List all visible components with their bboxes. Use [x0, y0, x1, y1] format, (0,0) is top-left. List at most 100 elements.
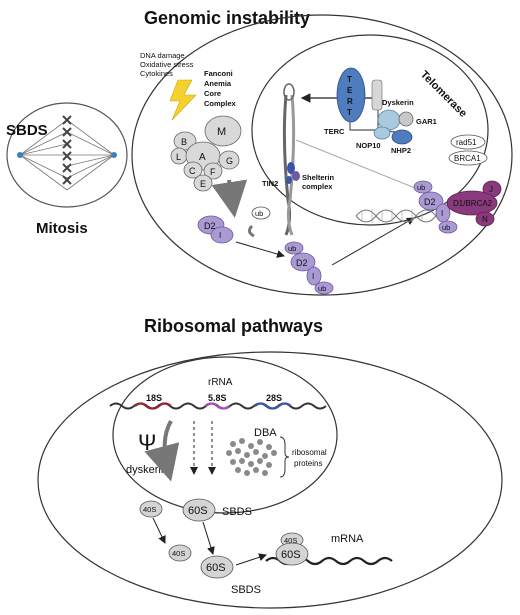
shelterin-label-2: complex [302, 182, 333, 191]
fanc-subunit-b [173, 131, 197, 151]
fanconi-label: Fanconi Anemia Core Complex [204, 69, 237, 108]
fanconi-subunit-labels: B M L A G C F E [176, 126, 233, 189]
tert-letter-4: T [347, 108, 352, 117]
ribosome-sbds-label-top: SBDS [222, 506, 252, 518]
d1-brca2-complex: J D1/BRCA2 N [446, 180, 502, 227]
subunit-40s-nucleolar [139, 500, 163, 518]
tert-letter-2: E [347, 86, 353, 95]
chromosome-telomere [282, 83, 296, 236]
fanc-subunit-g [218, 150, 240, 170]
damage-line-3: Cytokines [140, 69, 173, 78]
ribosome-80s-small-label: 40S [284, 536, 297, 545]
dba-label: DBA [254, 427, 277, 439]
rrna-28s-label: 28S [266, 393, 282, 403]
id2-complex-unmodified: D2 I [197, 215, 234, 244]
subunit-60s-nucleolar [182, 498, 216, 522]
rrna-58s-segment [204, 402, 230, 410]
brca1-label: BRCA1 [454, 154, 481, 163]
subunit-40s-nucleolar-label: 40S [143, 505, 156, 514]
ribosomal-protein-brace [279, 436, 290, 478]
id2-mid-ub-bottom: ub [318, 284, 326, 293]
ribosomal-protein-dots [226, 438, 277, 476]
lightning-bolt-icon [169, 79, 197, 121]
title-genomic-instability: Genomic instability [144, 8, 310, 28]
tert-protein: T E R T [336, 67, 366, 123]
ribosomal-proteins-label-1: ribosomal [292, 448, 327, 457]
genomic-cell-membrane [131, 14, 513, 296]
fancj-label: J [489, 185, 493, 194]
export-60s-arrow [202, 521, 215, 555]
fanconi-line-1: Fanconi [204, 69, 233, 78]
fanc-label-l: L [176, 152, 181, 162]
chromosomes [62, 115, 72, 185]
id2-left-i-label: I [219, 231, 221, 240]
fanconi-line-4: Complex [204, 99, 237, 108]
dna-double-helix [355, 209, 437, 223]
shelterin-label-1: Shelterin [302, 173, 335, 182]
nuclear-import-arrow [331, 217, 415, 266]
mitosis-label: Mitosis [36, 220, 88, 237]
mitosis-cell-membrane [6, 102, 128, 208]
fanc-label-g: G [226, 156, 233, 166]
export-40s-arrow [152, 517, 166, 544]
nhp2-protein [391, 129, 413, 145]
id2-complex-chromatin: ub D2 I ub [413, 180, 458, 234]
subunit-40s-cytoplasmic [168, 544, 192, 562]
title-ribosomal-pathways: Ribosomal pathways [144, 316, 323, 336]
fanc-label-m: M [217, 126, 226, 138]
fanc-label-c: C [189, 166, 196, 176]
damage-stimuli: DNA damage Oxidative stress Cytokines [140, 51, 194, 78]
tert-letter-3: R [347, 97, 353, 106]
spindle-fibers [19, 119, 115, 191]
nucleus-membrane [251, 34, 489, 226]
id2-chrom-ub-bottom: ub [442, 223, 450, 232]
nucleolus-membrane [112, 356, 338, 514]
shelterin-complex [286, 162, 300, 184]
ribosomal-cell-membrane [37, 351, 503, 609]
mrna-label: mRNA [331, 533, 364, 545]
fanc-subunit-c [183, 161, 203, 179]
terc-stem [371, 79, 383, 111]
id2-left-d2-label: D2 [204, 221, 216, 231]
id2-mid-ub-top: ub [288, 244, 296, 253]
rad51-protein [450, 134, 486, 150]
fanc-subunit-f [203, 162, 223, 180]
rrna-18s-segment [134, 402, 172, 410]
subunit-40s-cytoplasmic-label: 40S [172, 549, 185, 558]
id2-chrom-i-label: I [441, 209, 443, 218]
ub-curve-arrow [247, 224, 255, 238]
fanc-subunit-m [204, 115, 242, 147]
fanc-label-e: E [200, 179, 206, 189]
id2-chrom-d2-label: D2 [424, 197, 436, 207]
rrna-28s-segment [254, 402, 292, 410]
fanconi-line-3: Core [204, 89, 221, 98]
pseudouridine-symbol: Ψ [138, 430, 156, 455]
ribosome-sbds-label-bottom: SBDS [231, 584, 261, 596]
nop10-label: NOP10 [356, 141, 381, 150]
centrosome-left [17, 152, 23, 158]
nhp2-label: NHP2 [391, 146, 411, 155]
gar1-protein [398, 111, 414, 127]
terc-label: TERC [324, 127, 345, 136]
damage-line-1: DNA damage [140, 51, 185, 60]
fanconi-line-2: Anemia [204, 79, 232, 88]
ribosomal-proteins-label-2: proteins [294, 459, 322, 468]
fanc-label-b: B [181, 137, 187, 147]
ubiquitin-free [251, 206, 271, 220]
fanc-label-f: F [210, 167, 216, 177]
ribosome-80s-large-label: 60S [281, 549, 301, 561]
id2-complex-ubiquitinated: ub D2 I ub [284, 241, 334, 295]
subunit-60s-cytoplasmic [200, 555, 234, 579]
mitosis-sbds-label: SBDS [6, 122, 48, 139]
mitosis-cell: SBDS Mitosis [6, 102, 128, 237]
pseudouridylation-arrow [144, 419, 180, 482]
fanconi-core-complex [170, 115, 242, 192]
telomere-link-line [295, 139, 421, 191]
d1-brca2-label: D1/BRCA2 [453, 199, 493, 208]
ribosome-80s-large [275, 542, 309, 566]
dyskerin-label: Dyskerin [382, 98, 414, 107]
core-to-id2-arrow [211, 179, 248, 218]
tin2-label: TIN2 [262, 179, 278, 188]
